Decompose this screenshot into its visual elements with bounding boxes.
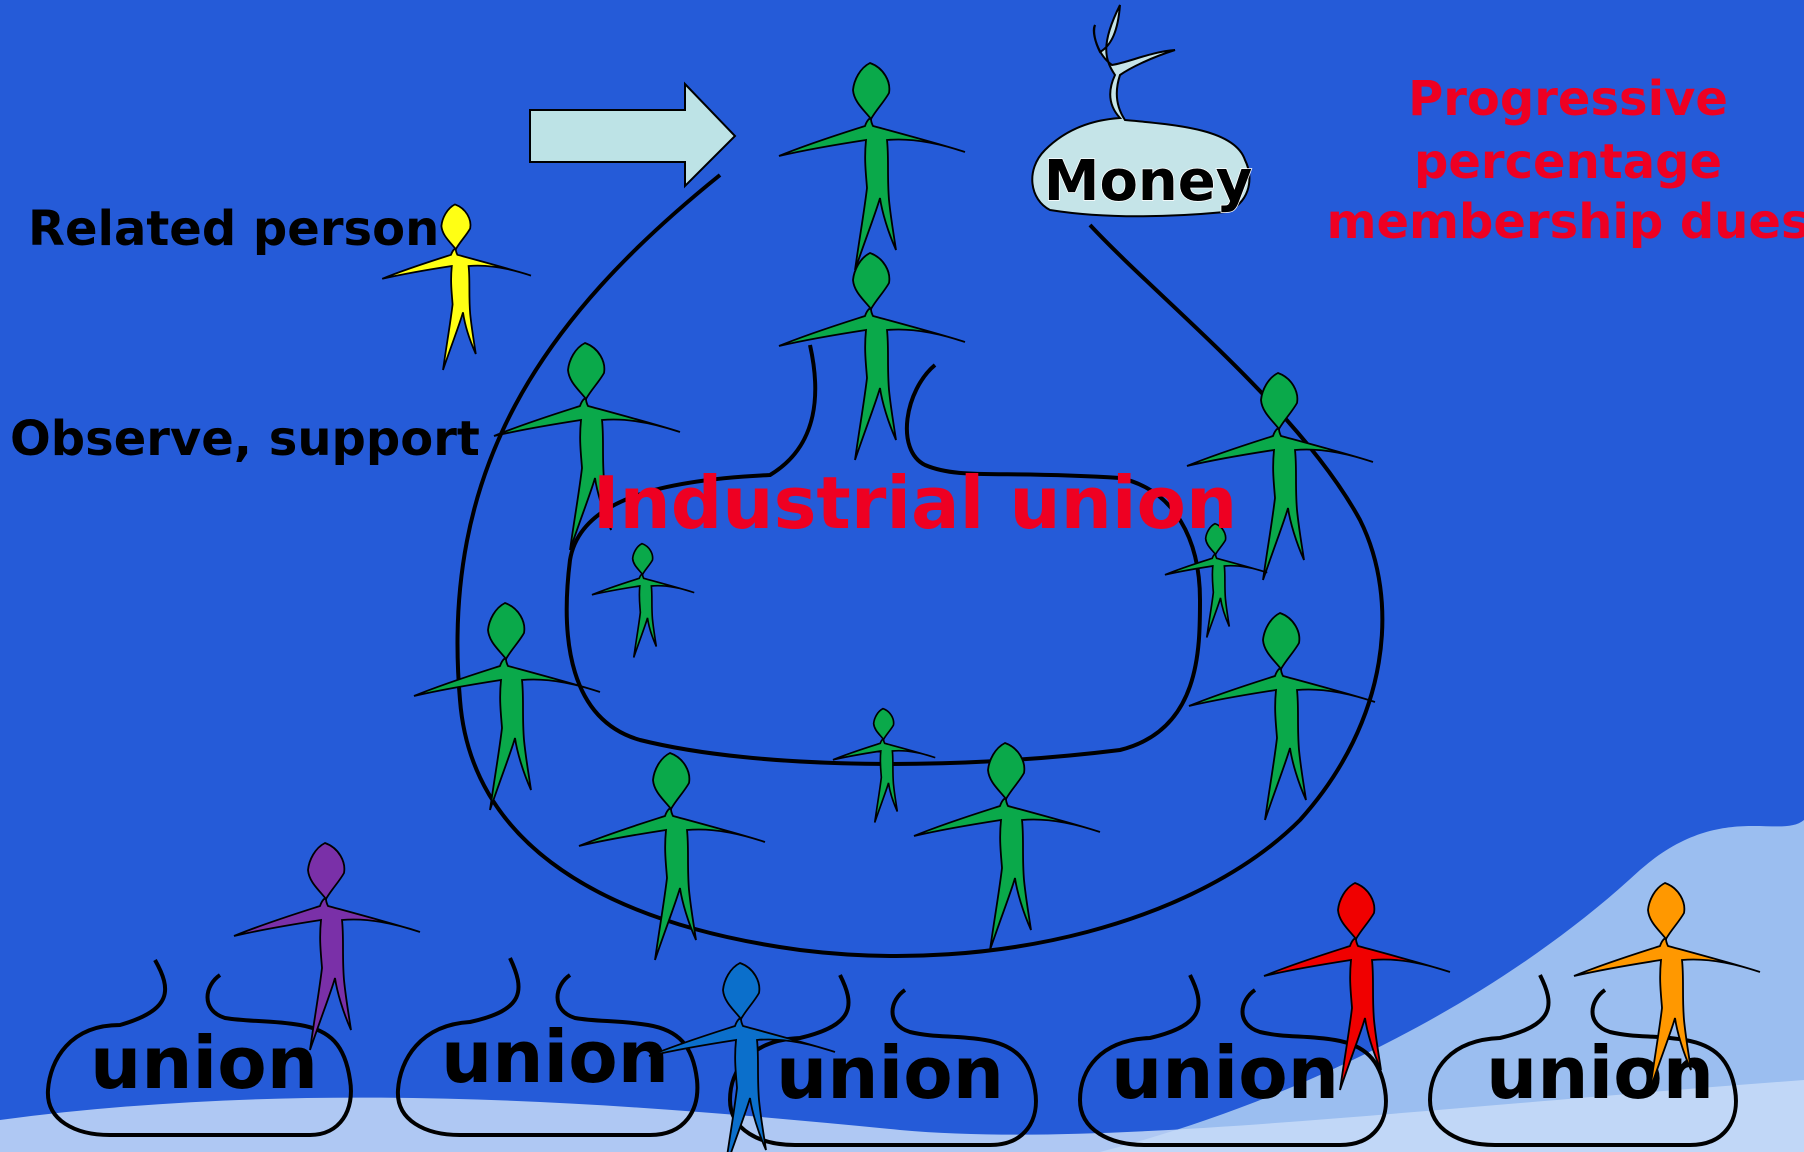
union-label: union [776,1031,1004,1115]
union-box [1427,974,1738,1147]
union-label: union [90,1021,318,1105]
money-bag-icon [1031,4,1251,218]
dues-label-line3: membership dues [1326,194,1804,250]
union-label: union [1486,1031,1714,1115]
dues-label-line2: percentage [1414,134,1722,190]
dues-label-line1: Progressive [1408,71,1728,127]
union-box [395,957,700,1137]
union-box [727,974,1038,1147]
union-label: union [1111,1031,1339,1115]
observe-support-label: Observe, support [10,411,480,467]
member-green [913,742,1101,951]
member-green [578,752,766,961]
union-box [1077,974,1388,1147]
member-green [591,542,696,659]
dues-label: Progressive percentage membership dues [1326,71,1804,250]
union-box [45,959,353,1137]
union-member-purple [233,842,421,1051]
money-label: Money [1044,149,1253,214]
industrial-union-outer-loop [455,173,1385,958]
arrow-right-icon [529,81,737,189]
member-green [413,602,601,811]
member-green [1188,612,1376,821]
union-label: union [441,1015,669,1099]
member-green [778,62,966,271]
related-person-label: Related person [28,201,439,257]
industrial-union-label: Industrial union [593,461,1238,545]
